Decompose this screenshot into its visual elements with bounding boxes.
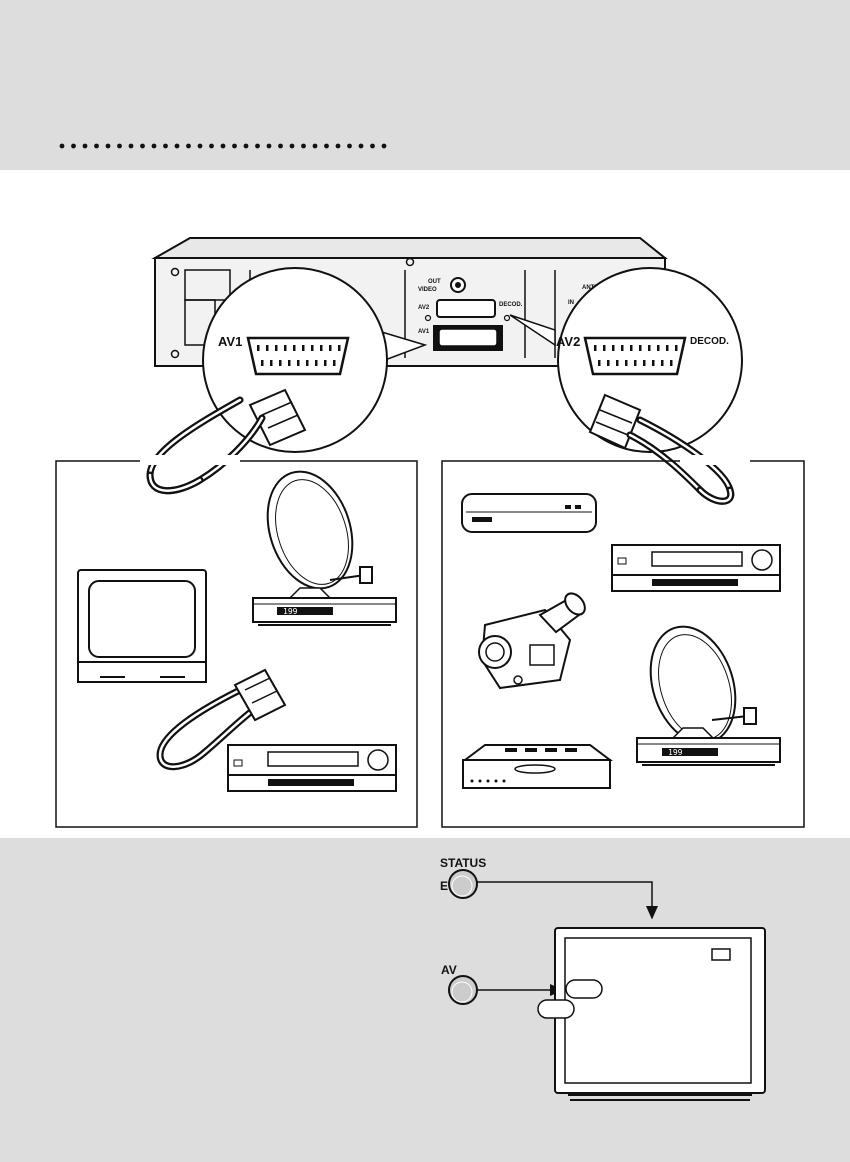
status-label: STATUS [440,856,486,870]
av2-small-scart [436,299,496,318]
set-top-box [462,744,613,789]
tv-screen-display [537,927,766,1101]
vcr-right [611,544,781,592]
sat-display-left: 199 [283,607,298,616]
av1-small-label: AV1 [418,329,430,335]
screen-corner-indicator [711,948,731,961]
video-out-jack [450,277,466,293]
scart-plug-loose [233,668,287,722]
zoom-av1-label: AV1 [218,334,242,349]
scart-plug-left [248,388,307,447]
video-label: VIDEO [418,287,437,293]
av-label: AV [441,963,457,977]
av2-devices-box [441,460,805,828]
satellite-dish-left [266,470,373,599]
zoom-circle-right: AV2 DECOD. [556,267,743,453]
zoom-circle-left: AV1 [202,267,388,453]
decod-small-label: DECOD. [499,302,523,308]
television-set [77,569,207,683]
zoom-wedge-right [509,314,556,347]
zoom-decod-label: DECOD. [690,336,729,347]
satellite-receiver-right: 199 [636,737,781,766]
av1-scart-socket [246,336,350,376]
camcorder [478,592,586,690]
antenna-partial-label: ANTE [582,285,598,291]
screen-sub-indicator [537,999,575,1019]
av2-small-label: AV2 [418,305,430,311]
screen-av-indicator [565,979,603,999]
sat-display-right: 199 [668,748,683,757]
dotted-separator [59,143,387,149]
satellite-receiver-left: 199 [252,597,397,626]
vcr-left [227,744,397,792]
status-sub-label: E [440,879,448,893]
zoom-av2-label: AV2 [556,334,580,349]
status-arrow [477,881,658,920]
in-partial-label: IN [568,300,574,306]
satellite-dish-right [649,625,757,745]
header-band [0,0,850,170]
status-button[interactable] [448,869,478,899]
av-button[interactable] [448,975,478,1005]
out-label: OUT [428,279,441,285]
decoder-box [461,493,597,533]
av2-scart-socket [583,336,687,376]
